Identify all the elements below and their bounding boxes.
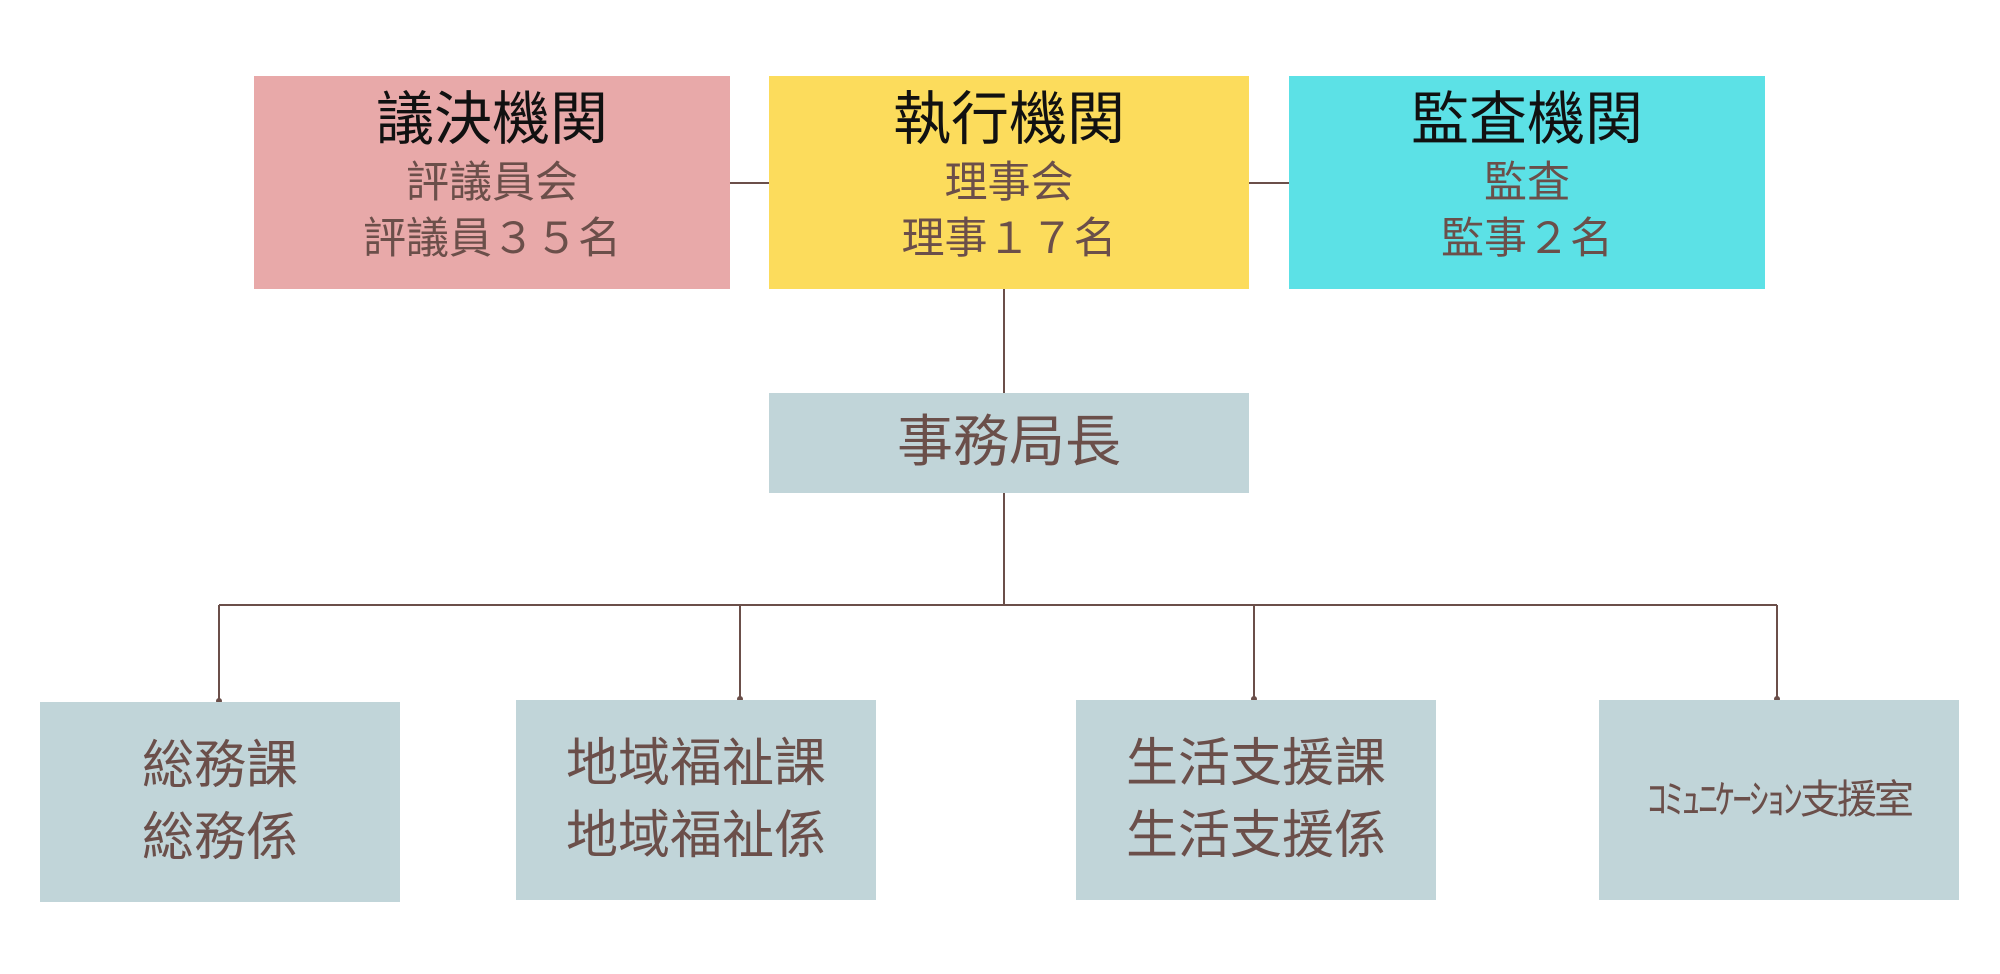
audit-body-name: 監査 <box>1484 157 1570 208</box>
department-section: 総務係 <box>141 808 298 868</box>
secretariat-head-box: 事務局長 <box>769 393 1249 493</box>
deliberative-members: 評議員３５名 <box>363 213 621 264</box>
department-box-general-affairs: 総務課 総務係 <box>40 702 400 902</box>
deliberative-title: 議決機関 <box>375 84 608 153</box>
executive-title: 執行機関 <box>892 84 1125 153</box>
secretariat-head-label: 事務局長 <box>897 410 1121 475</box>
department-box-communication-support: ｺﾐｭﾆｹｰｼｮﾝ支援室 <box>1599 700 1959 900</box>
department-box-life-support: 生活支援課 生活支援係 <box>1076 700 1436 900</box>
department-section: 地域福祉係 <box>565 806 826 866</box>
department-name: 地域福祉課 <box>565 734 826 794</box>
executive-body-box: 執行機関 理事会 理事１７名 <box>769 76 1249 289</box>
audit-body-box: 監査機関 監査 監事２名 <box>1289 76 1765 289</box>
deliberative-body-name: 評議員会 <box>406 157 578 208</box>
department-box-community-welfare: 地域福祉課 地域福祉係 <box>516 700 876 900</box>
executive-body-name: 理事会 <box>944 157 1074 208</box>
department-name: 総務課 <box>141 736 298 796</box>
audit-members: 監事２名 <box>1441 213 1613 264</box>
department-name: ｺﾐｭﾆｹｰｼｮﾝ支援室 <box>1647 777 1914 823</box>
department-name: 生活支援課 <box>1125 734 1386 794</box>
department-section: 生活支援係 <box>1125 806 1386 866</box>
deliberative-body-box: 議決機関 評議員会 評議員３５名 <box>254 76 730 289</box>
executive-members: 理事１７名 <box>901 213 1117 264</box>
audit-title: 監査機関 <box>1410 84 1643 153</box>
